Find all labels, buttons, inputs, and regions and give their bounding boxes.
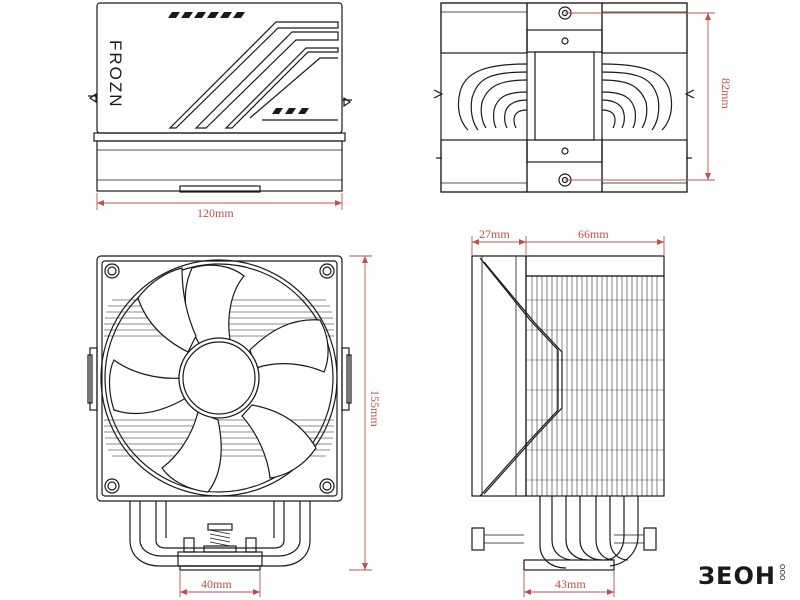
brand-text: FROZN <box>106 40 125 109</box>
side-heatpipes <box>471 496 657 571</box>
dimension-82mm: 82mm <box>565 12 733 181</box>
cover-slots-top <box>168 12 245 18</box>
zeon-logo: ЗЕОН ООО <box>698 560 788 590</box>
top-view-heatsink <box>433 2 695 193</box>
height-82-label: 82mm <box>719 78 733 109</box>
front-heatpipes <box>129 501 311 571</box>
fan-hub <box>178 337 260 419</box>
cover-slots-bottom <box>272 108 309 114</box>
base-width-40-label: 40mm <box>201 577 232 591</box>
logo-subtext: ООО <box>778 564 786 581</box>
heatpipes-left <box>457 63 528 131</box>
top-view-cover: FROZN <box>88 2 352 193</box>
base-width-43-label: 43mm <box>555 577 586 591</box>
cover-stripes <box>168 21 339 129</box>
logo-text: ЗЕОН <box>698 562 776 590</box>
dimension-43mm: 43mm <box>523 570 615 597</box>
heatsink-depth-label: 66mm <box>578 227 609 241</box>
dimension-66mm: 66mm <box>526 227 665 256</box>
dimension-27mm: 27mm <box>471 227 527 256</box>
side-view <box>471 255 665 571</box>
dimension-155mm: 155mm <box>349 255 382 571</box>
fan-corner-holes <box>104 263 335 494</box>
width-label: 120mm <box>197 206 234 220</box>
fan-depth-label: 27mm <box>479 227 510 241</box>
side-fins <box>531 276 658 496</box>
height-155-label: 155mm <box>368 390 382 427</box>
mount-screws <box>183 523 257 553</box>
dimension-120mm: 120mm <box>96 193 343 220</box>
fan-blades <box>108 264 329 493</box>
front-view-fan <box>87 255 352 571</box>
heatpipes-right <box>601 63 673 131</box>
dimension-40mm: 40mm <box>179 570 261 597</box>
